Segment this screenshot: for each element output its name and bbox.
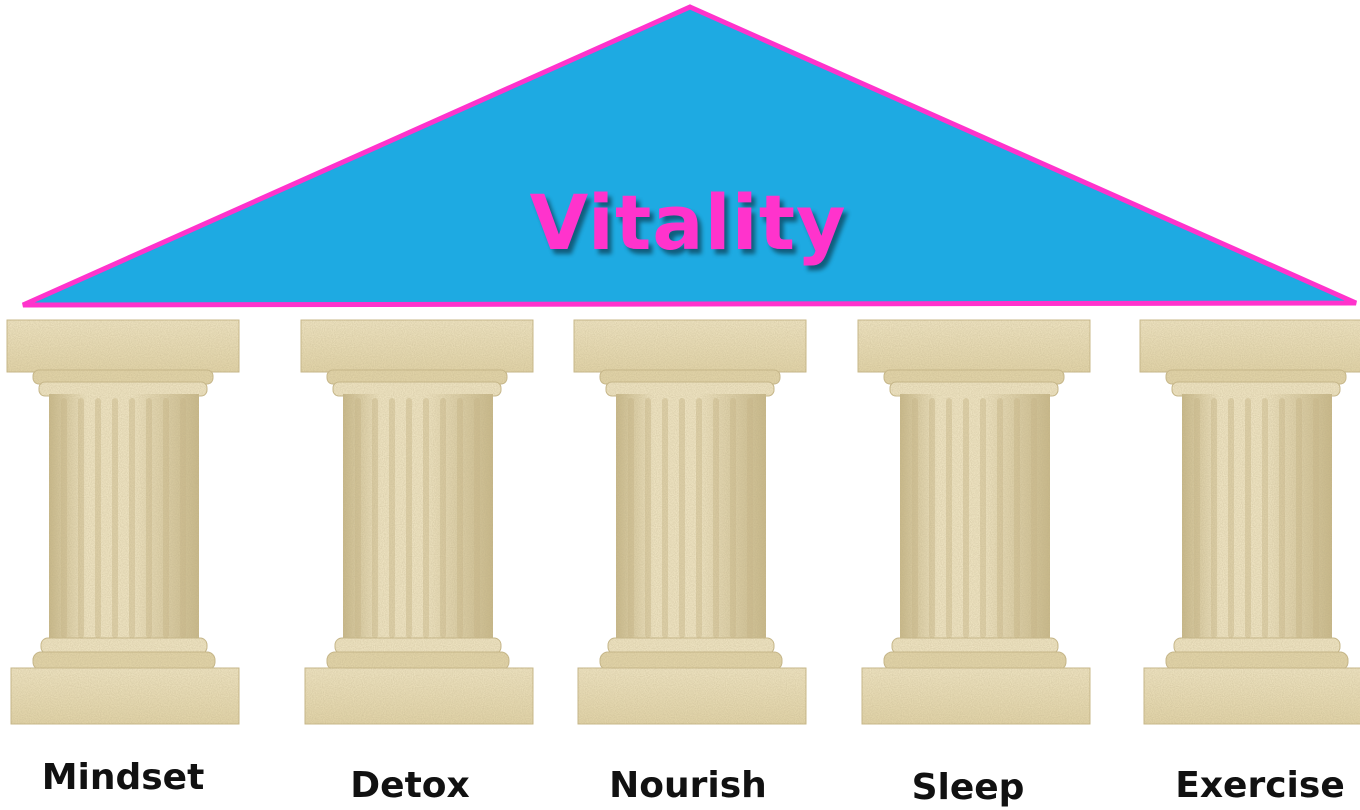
roof-triangle [0,0,1360,320]
stone-column-graphic [572,312,812,732]
pillar-exercise [1138,312,1360,732]
pillar-sleep [856,312,1096,732]
pillar-label-exercise: Exercise [1140,768,1360,804]
pillar-nourish [572,312,812,732]
pillar-label-mindset: Mindset [3,760,243,796]
stone-column-graphic [5,312,245,732]
stone-column-graphic [1138,312,1360,732]
pillar-mindset [5,312,245,732]
stone-column-graphic [856,312,1096,732]
stone-column-graphic [299,312,539,732]
pillar-detox [299,312,539,732]
pillar-label-detox: Detox [290,768,530,804]
pillar-label-sleep: Sleep [848,770,1088,806]
diagram-title: Vitality [0,185,1360,261]
pillar-label-nourish: Nourish [568,768,808,804]
